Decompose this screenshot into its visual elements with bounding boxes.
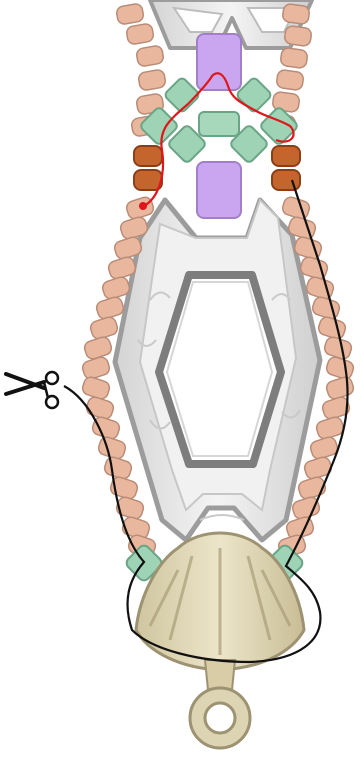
accent-bead (134, 146, 162, 166)
needle-end-dot-icon (139, 202, 147, 210)
seed-bead (126, 23, 155, 45)
shell-end-cap (136, 533, 304, 748)
seed-bead (136, 45, 165, 67)
seed-bead (325, 355, 355, 380)
seed-bead (83, 335, 113, 360)
seed-bead (284, 25, 312, 46)
accent-bead (272, 146, 300, 166)
seed-bead (276, 69, 304, 90)
scissors-icon (6, 372, 58, 408)
square-bead (199, 112, 239, 136)
accent-bead (272, 170, 300, 190)
seed-bead (282, 3, 310, 24)
cube-bead-bottom (197, 162, 241, 218)
seed-bead (81, 355, 111, 380)
seed-bead (138, 69, 167, 91)
seed-bead (116, 3, 145, 25)
cube-bead-top (197, 34, 241, 90)
seed-bead (280, 47, 308, 68)
hexagon-connector-bead (115, 200, 320, 540)
seed-bead (323, 335, 353, 360)
